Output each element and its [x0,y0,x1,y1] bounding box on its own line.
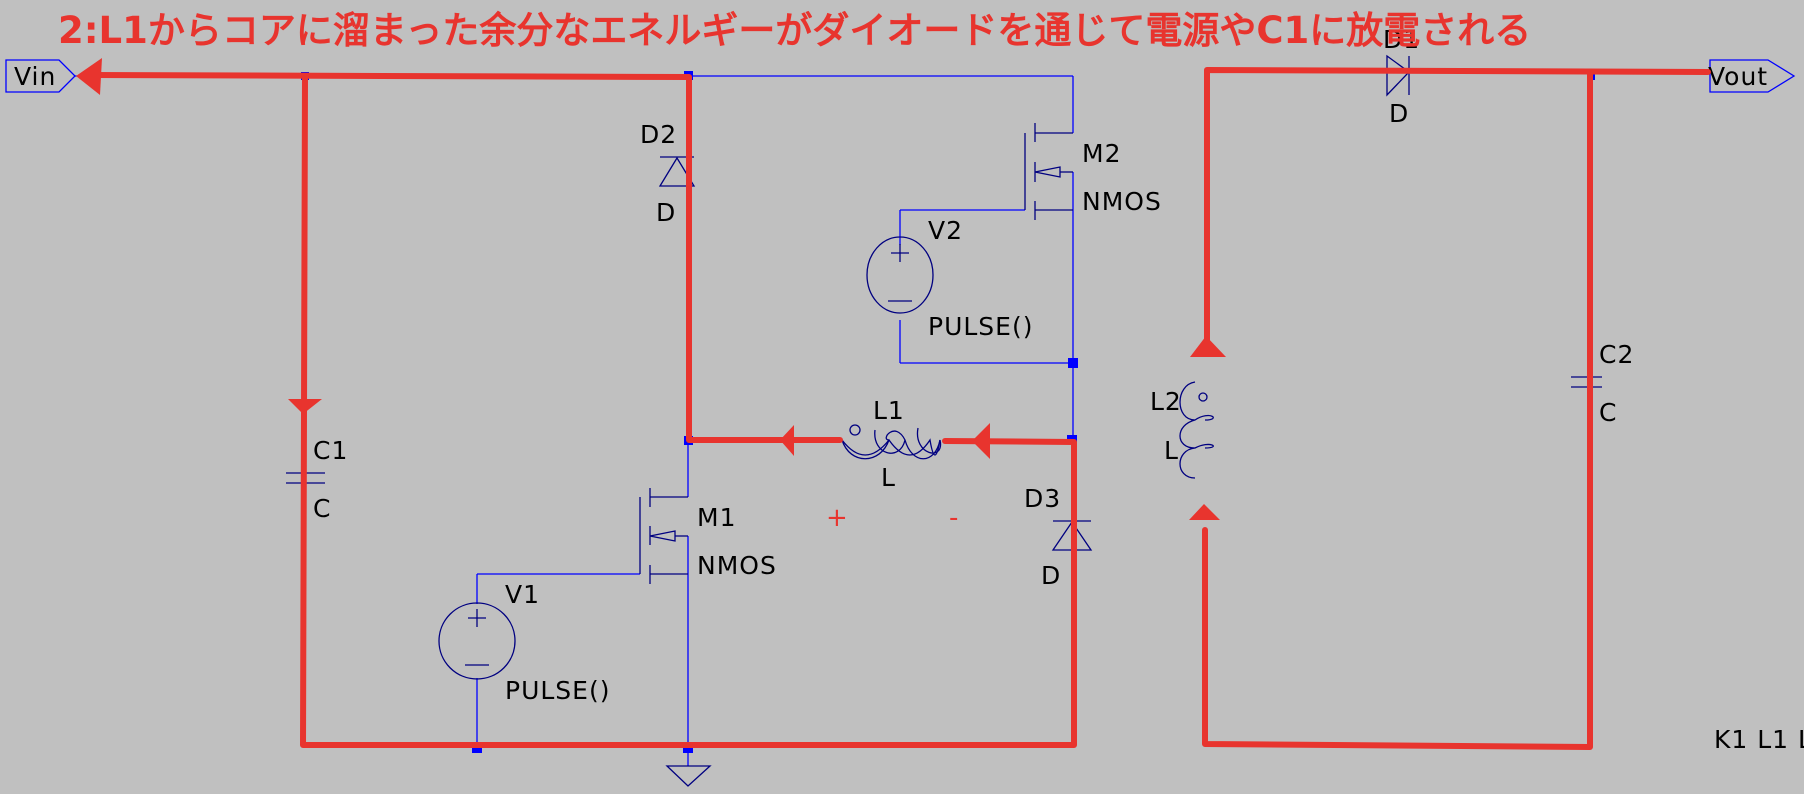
arrow-left-icon [972,423,990,459]
port-vout[interactable]: Vout [1708,59,1796,93]
annotation-title: 2:L1からコアに溜まった余分なエネルギーがダイオードを通じて電源やC1に放電さ… [58,9,1531,52]
c1-value: C [313,494,331,523]
arrow-up-icon [1190,336,1226,357]
d2-name: D2 [640,120,677,149]
c2-name: C2 [1599,340,1634,369]
arrow-left-icon [76,58,102,95]
current-path-secondary-top [1204,67,1711,353]
d3-name: D3 [1024,484,1061,513]
port-vout-label: Vout [1708,62,1768,91]
diode-d1[interactable]: D1 D [1383,25,1420,128]
v2-value: PULSE() [928,312,1033,341]
nmos-m2[interactable]: M2 NMOS [1024,123,1162,220]
m2-name: M2 [1082,139,1121,168]
polarity-plus: + [826,503,848,533]
capacitor-c2[interactable]: C2 C [1571,340,1634,427]
inductor-l1[interactable]: L1 L [841,396,942,492]
l1-name: L1 [873,396,905,425]
current-path-overlay: + - [76,58,1711,750]
port-vin[interactable]: Vin [5,59,76,93]
capacitor-c1[interactable]: C1 C [286,436,348,523]
c2-value: C [1599,398,1617,427]
current-path-primary-return [300,73,1077,748]
arrow-left-icon [780,425,794,456]
port-vin-label: Vin [14,62,56,91]
m2-value: NMOS [1082,187,1162,216]
diode-d2[interactable]: D2 D [640,120,696,227]
inductor-l2[interactable]: L2 L [1150,381,1214,479]
arrow-up-icon [1189,504,1220,520]
d3-value: D [1041,561,1061,590]
l2-value: L [1164,436,1179,465]
ground-icon [665,765,712,787]
d1-value: D [1389,99,1409,128]
junctions [301,71,1595,753]
nmos-m1[interactable]: M1 NMOS [639,488,777,584]
spice-directive[interactable]: K1 L1 L [1714,725,1804,754]
m1-value: NMOS [697,551,777,580]
v1-value: PULSE() [505,676,610,705]
source-v2[interactable]: V2 PULSE() [866,216,1033,341]
current-path-secondary-return [1202,69,1593,750]
d2-value: D [656,198,676,227]
c1-name: C1 [313,436,348,465]
current-path-primary-top [87,72,843,443]
m1-name: M1 [697,503,736,532]
source-v1[interactable]: V1 PULSE() [438,580,610,705]
polarity-minus: - [949,503,958,533]
arrow-down-icon [288,399,322,414]
d1-name: D1 [1383,25,1420,54]
l2-name: L2 [1150,387,1182,416]
junction-dot [1068,358,1078,368]
l1-value: L [881,463,896,492]
diode-d3[interactable]: D3 D [1024,484,1093,590]
v1-name: V1 [505,580,540,609]
v2-name: V2 [928,216,963,245]
